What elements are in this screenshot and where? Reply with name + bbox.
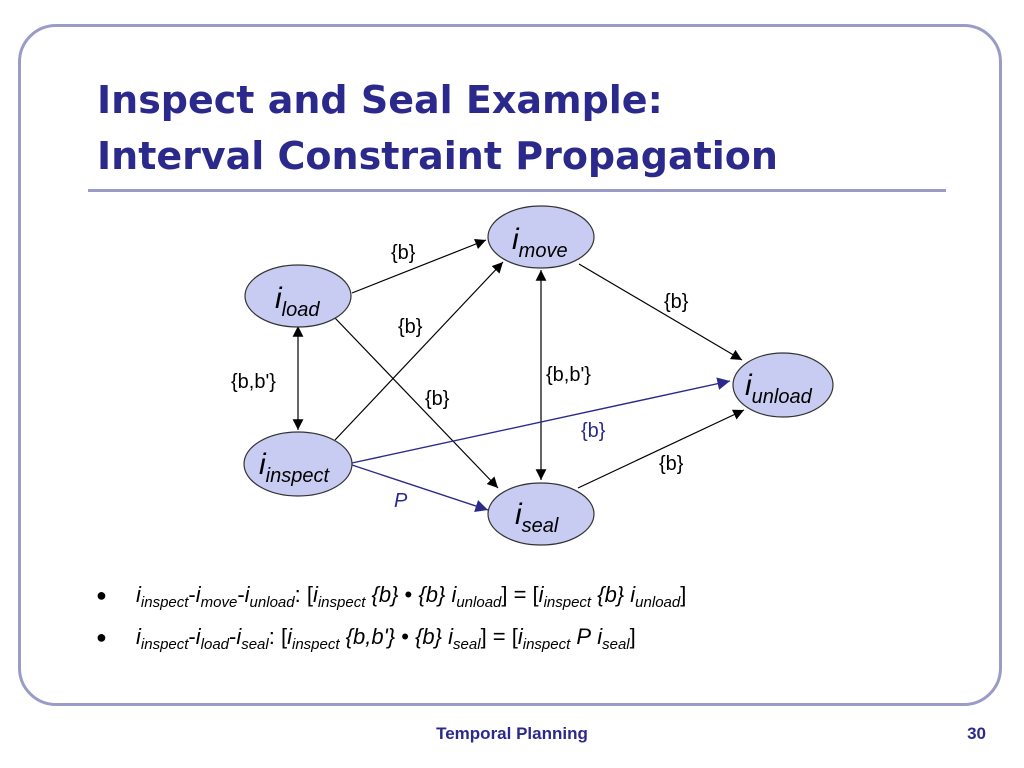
node-seal-base: i bbox=[515, 498, 523, 531]
svg-text:iseal: iseal bbox=[515, 498, 559, 537]
svg-text:iinspect: iinspect bbox=[259, 448, 330, 487]
edge-load-move bbox=[351, 238, 487, 294]
result-2-to: iseal bbox=[597, 624, 630, 653]
path-2-node-3: iseal bbox=[236, 624, 269, 653]
lhs-2-from: iinspect bbox=[287, 624, 340, 653]
node-load-sub: load bbox=[282, 299, 321, 321]
bullet-item: iinspect-iload-iseal: [iinspect {b,b'} •… bbox=[96, 616, 686, 658]
edge-seal-unload bbox=[577, 409, 745, 489]
edge-label-inspect-seal: P bbox=[394, 490, 408, 512]
edge-label-inspect-move: {b} bbox=[398, 316, 423, 338]
node-unload-sub: unload bbox=[752, 386, 813, 408]
edge-label-load-move: {b} bbox=[391, 242, 416, 264]
svg-text:imove: imove bbox=[512, 223, 568, 262]
composition-1-a: {b} bbox=[371, 582, 399, 607]
composition-2-a: {b,b'} bbox=[345, 624, 396, 649]
title-underline bbox=[88, 189, 946, 192]
edge-load-seal bbox=[334, 317, 499, 489]
node-move-base: i bbox=[512, 223, 520, 256]
composition-1-op: • bbox=[404, 582, 413, 607]
path-1-node-2: imove bbox=[195, 582, 238, 611]
result-2-from: iinspect bbox=[517, 624, 571, 653]
node-seal: iseal bbox=[487, 482, 595, 546]
edge-label-inspect-unload: {b} bbox=[581, 420, 606, 442]
node-inspect-sub: inspect bbox=[266, 465, 331, 487]
svg-text:iunload: iunload bbox=[745, 369, 813, 408]
title-line-2: Interval Constraint Propagation bbox=[97, 134, 778, 178]
edge-label-load-inspect: {b,b'} bbox=[231, 371, 276, 393]
composition-2-b: {b} bbox=[415, 624, 443, 649]
result-2-constraint: P bbox=[576, 624, 592, 649]
edge-label-seal-unload: {b} bbox=[659, 453, 684, 475]
node-inspect: iinspect bbox=[243, 431, 353, 497]
title-line-1: Inspect and Seal Example: bbox=[97, 78, 663, 122]
page-number: 30 bbox=[967, 724, 986, 743]
path-2-node-1: iinspect bbox=[136, 624, 189, 653]
lhs-1-from: iinspect bbox=[312, 582, 366, 611]
result-1-constraint: {b} bbox=[597, 582, 625, 607]
path-1-node-1: iinspect bbox=[136, 582, 189, 611]
path-2-node-2: iload bbox=[195, 624, 229, 653]
node-move-sub: move bbox=[519, 240, 568, 262]
svg-text:iload: iload bbox=[275, 282, 320, 321]
bullet-list: iinspect-imove-iunload: [iinspect {b} • … bbox=[96, 574, 686, 658]
node-inspect-base: i bbox=[259, 448, 267, 481]
edge-inspect-unload bbox=[351, 377, 731, 464]
result-1-to: iunload bbox=[630, 582, 681, 611]
edge-inspect-move bbox=[334, 261, 504, 441]
lhs-1-to: iunload bbox=[451, 582, 502, 611]
node-load: iload bbox=[244, 264, 352, 328]
node-unload-base: i bbox=[745, 369, 753, 402]
node-seal-sub: seal bbox=[522, 515, 559, 537]
edge-label-load-seal: {b} bbox=[425, 388, 450, 410]
node-move: imove bbox=[487, 205, 595, 269]
composition-1-b: {b} bbox=[418, 582, 446, 607]
result-1-from: iinspect bbox=[538, 582, 592, 611]
path-1-node-3: iunload bbox=[244, 582, 295, 611]
composition-2-op: • bbox=[401, 624, 409, 649]
slide-frame bbox=[18, 24, 1002, 706]
lhs-2-to: iseal bbox=[448, 624, 481, 653]
node-load-base: i bbox=[275, 282, 283, 315]
edge-label-move-seal: {b,b'} bbox=[546, 364, 591, 386]
node-unload: iunload bbox=[732, 352, 834, 418]
bullet-item: iinspect-imove-iunload: [iinspect {b} • … bbox=[96, 574, 686, 616]
edge-move-unload bbox=[578, 263, 743, 361]
slide-title: Inspect and Seal Example: Interval Const… bbox=[97, 72, 778, 184]
edge-label-move-unload: {b} bbox=[664, 291, 689, 313]
edge-inspect-seal bbox=[351, 464, 489, 513]
footer-title: Temporal Planning bbox=[436, 724, 588, 743]
